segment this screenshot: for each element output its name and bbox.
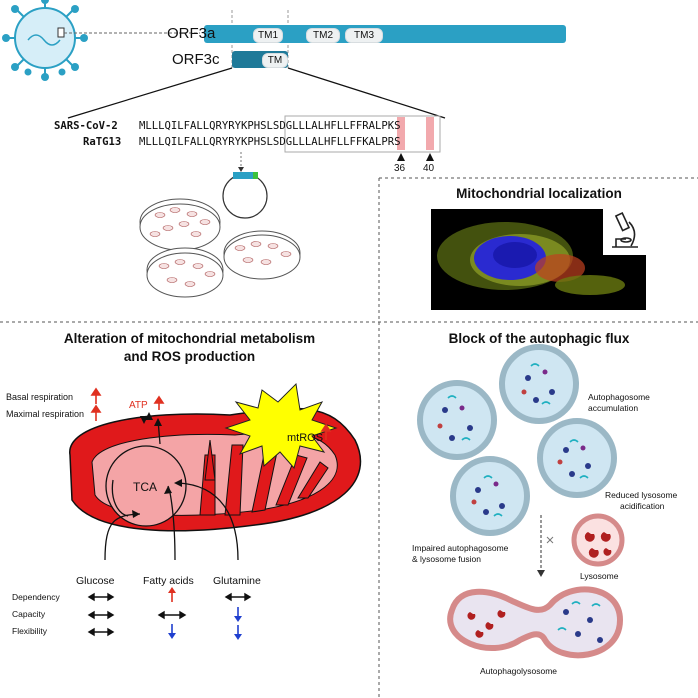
glutamine-arrows [224, 592, 252, 640]
capacity-row: Capacity [12, 609, 46, 619]
autophagolysosome-icon [447, 586, 624, 659]
tm3-domain: TM3 [345, 28, 383, 43]
glutamine-column: Glutamine [213, 575, 261, 587]
lysosome-icon [571, 513, 625, 567]
autophagosome-accumulation-line2: accumulation [588, 403, 639, 413]
metabolism-title-line1: Alteration of mitochondrial metabolism [63, 331, 316, 346]
mito-localization-title: Mitochondrial localization [456, 186, 622, 201]
ratg13-sequence: MLLLQILFALLQRYRYKPHSLSDGLLLALHFLLFFKALPR… [139, 136, 401, 148]
impaired-fusion-line2: & lysosome fusion [412, 554, 481, 564]
orf3c-tm-domain: TM [262, 53, 288, 68]
maximal-respiration-label: Maximal respiration [6, 409, 85, 419]
highlight-36 [397, 117, 405, 150]
orf3a-bar [204, 25, 566, 43]
lysosome-label: Lysosome [580, 571, 619, 581]
sars-cov2-sequence: MLLLQILFALLQRYRYKPHSLSDGLLLALHFLLFFRALPK… [139, 120, 401, 132]
marker-36-triangle [397, 153, 405, 161]
plasmid-icon [222, 172, 268, 219]
autophagy-title: Block of the autophagic flux [448, 331, 630, 346]
metabolism-title-line2: and ROS production [123, 349, 256, 364]
position-36-label: 36 [394, 163, 406, 174]
reduced-acidification-line2: acidification [620, 501, 665, 511]
atp-label: ATP [129, 400, 148, 411]
position-40-label: 40 [423, 163, 435, 174]
glucose-column: Glucose [76, 575, 115, 587]
mtros-label: mtROS [287, 432, 324, 444]
glucose-arrows [87, 592, 115, 637]
ros-starburst [224, 382, 338, 470]
tm2-domain: TM2 [306, 28, 340, 43]
tm1-domain: TM1 [253, 28, 283, 43]
dependency-row: Dependency [12, 592, 60, 602]
tca-label: TCA [133, 480, 157, 494]
autophagosome-vesicles [417, 344, 617, 536]
sars-cov2-name: SARS-CoV-2 [54, 120, 118, 132]
fatty-acids-column: Fatty acids [143, 575, 194, 587]
flexibility-row: Flexibility [12, 626, 47, 636]
ratg13-name: RaTG13 [83, 136, 122, 148]
autophagolysosome-label: Autophagolysosome [480, 666, 558, 676]
orf3a-label: ORF3a [167, 25, 216, 42]
impaired-fusion-line1: Impaired autophagosome [412, 543, 509, 553]
marker-40-triangle [426, 153, 434, 161]
microscopy-image [431, 208, 647, 310]
reduced-acidification-line1: Reduced lysosome [605, 490, 678, 500]
virus-icon [2, 0, 88, 81]
basal-respiration-label: Basal respiration [6, 392, 74, 402]
fatty-acids-arrows [157, 587, 187, 639]
highlight-40 [426, 117, 434, 150]
autophagosome-accumulation-line1: Autophagosome [588, 392, 650, 402]
orf3c-label: ORF3c [172, 51, 220, 68]
